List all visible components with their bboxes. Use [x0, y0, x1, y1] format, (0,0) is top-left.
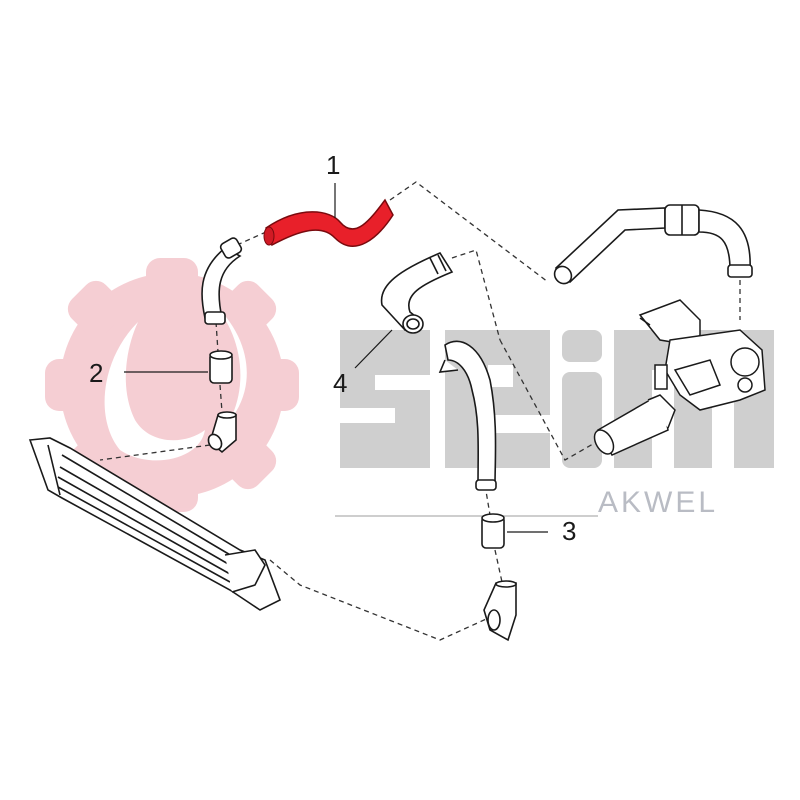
top-right-pipe[interactable] [551, 204, 753, 287]
intake-pipe[interactable] [591, 394, 676, 457]
part-2-sleeve[interactable] [209, 350, 233, 384]
part-1-hose[interactable] [263, 198, 394, 247]
akwel-logo: AKWEL [598, 486, 719, 519]
throttle-body[interactable] [638, 299, 766, 411]
upper-left-elbow-pipe[interactable] [201, 237, 243, 325]
callout-leaders [124, 183, 548, 533]
callout-4: 4 [333, 368, 348, 398]
intercooler[interactable] [28, 437, 282, 611]
assembly-dashed-lines [99, 181, 741, 641]
lower-center-elbow-fitting[interactable] [483, 580, 517, 642]
callout-2: 2 [89, 358, 104, 388]
center-long-pipe[interactable] [438, 340, 497, 491]
part-3-sleeve[interactable] [481, 513, 505, 549]
callout-3: 3 [562, 516, 577, 546]
callout-1: 1 [326, 150, 341, 180]
lower-left-elbow-fitting[interactable] [206, 411, 237, 454]
part-4-elbow-hose[interactable] [380, 251, 454, 334]
gear-swoosh [104, 300, 247, 461]
